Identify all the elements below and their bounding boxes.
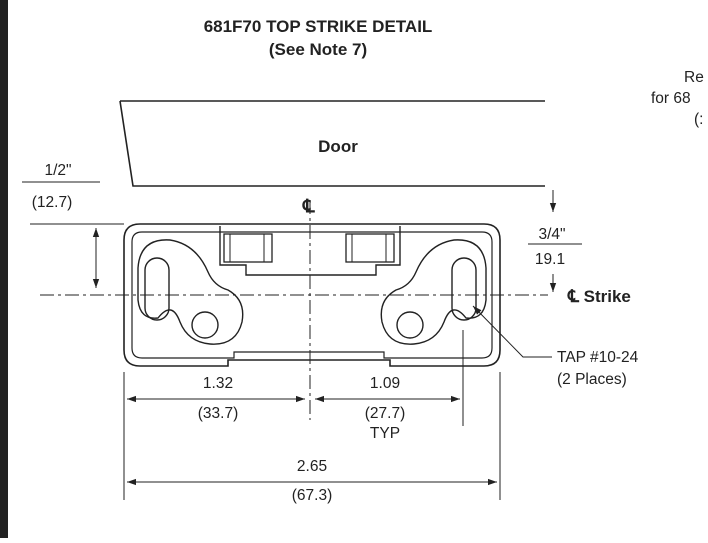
page-border — [0, 0, 8, 538]
dim-right-half-typ: TYP — [370, 425, 400, 442]
dim-left-half-value: 1.32 — [203, 375, 233, 392]
dim-three-quarter — [528, 190, 582, 292]
dim-half-inch-mm: (12.7) — [32, 194, 73, 211]
dim-half-inch — [22, 181, 124, 288]
tap-label: TAP #10-24 — [557, 349, 639, 366]
dim-right-half-mm: (27.7) — [365, 405, 406, 422]
centerline-symbol: ℄ — [302, 196, 315, 216]
dim-left-half-mm: (33.7) — [198, 405, 239, 422]
dim-overall-mm: (67.3) — [292, 487, 333, 504]
tap-leader — [472, 305, 552, 358]
side-note-line1: Re — [684, 69, 704, 86]
dim-three-quarter-mm: 19.1 — [535, 251, 565, 268]
drawing-title: 681F70 TOP STRIKE DETAIL — [204, 17, 433, 36]
strike-plate — [123, 223, 501, 367]
drawing-subtitle: (See Note 7) — [269, 40, 367, 59]
dim-right-half-value: 1.09 — [370, 375, 400, 392]
dim-three-quarter-value: 3/4" — [538, 226, 565, 243]
dim-overall-value: 2.65 — [297, 458, 327, 475]
side-note-line3: (: — [694, 111, 703, 128]
door-outline — [119, 100, 545, 187]
dim-half-inch-value: 1/2" — [44, 162, 71, 179]
strike-centerline-label: ℄ Strike — [567, 287, 631, 306]
door-label: Door — [318, 137, 358, 156]
side-note-line2: for 68 — [651, 90, 691, 107]
tap-label-places: (2 Places) — [557, 371, 627, 388]
